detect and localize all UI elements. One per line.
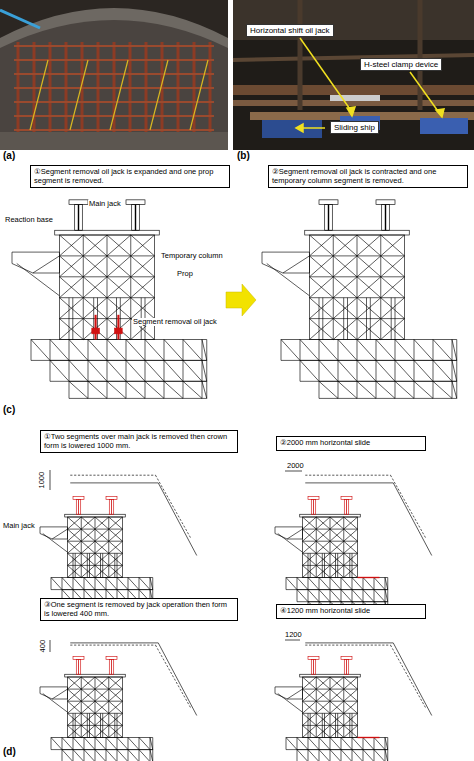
formwork-rig [12,200,207,399]
panel-label: (a) [3,150,15,161]
node-text: H-steel clamp device [364,60,438,69]
part-name: Main jack [88,200,122,208]
leader-lines [296,38,444,132]
part-name: Temporary column [160,252,224,260]
step-caption: ②Segment removal oil jack is contracted … [268,165,468,188]
panel-label: (b) [237,150,250,161]
step-arrow [226,284,256,316]
formwork-rig [275,643,432,761]
node-text: Horizontal shift oil jack [250,26,330,35]
node-text: ②2000 mm horizontal slide [280,439,422,448]
step-caption: ①Segment removal oil jack is expanded an… [30,165,230,188]
formwork-rig [262,200,457,399]
callout-box: Horizontal shift oil jack [246,24,334,37]
panel-label: (d) [3,746,16,757]
photo-formwork [0,0,228,150]
part-name: Segment removal oil jack [132,318,218,326]
dimension: 1000 [38,471,46,490]
node-text: ②Segment removal oil jack is contracted … [272,168,464,185]
node-text: ③One segment is removed by jack operatio… [44,601,234,618]
panel-label: (c) [3,404,15,415]
step-caption: ②2000 mm horizontal slide [276,436,426,451]
part-name: Reaction base [4,216,54,224]
step-caption: ①Two segments over main jack is removed … [40,430,238,453]
step-caption: ④1200 mm horizontal slide [276,604,426,619]
part-name: Main jack [2,522,36,530]
node-text: ④1200 mm horizontal slide [280,607,422,616]
formwork-drawings [12,200,457,761]
dimension: 2000 [286,462,305,470]
photo-sliding-device [233,0,474,150]
step-caption: ③One segment is removed by jack operatio… [40,598,238,621]
node-text: ①Two segments over main jack is removed … [44,433,234,450]
dimension: 400 [39,639,47,654]
callout-box: H-steel clamp device [360,58,442,71]
formwork-rig [40,475,197,611]
node-text: Sliding ship [334,123,375,132]
part-name: Prop [176,270,194,278]
formwork-rig [40,643,197,761]
formwork-rig [275,475,432,611]
dimension: 1200 [284,631,303,639]
callout-box: Sliding ship [330,121,379,134]
dimension-lines [50,470,302,652]
node-text: ①Segment removal oil jack is expanded an… [34,168,226,185]
